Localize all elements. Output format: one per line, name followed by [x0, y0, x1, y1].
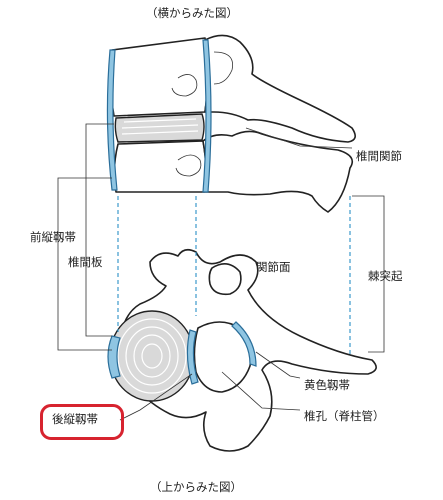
- side-view-caption: （横からみた図）: [146, 6, 238, 20]
- side-posterior-ligament: [202, 39, 212, 193]
- label-spinous-process: 棘突起: [368, 269, 403, 283]
- label-anterior-longitudinal-ligament: 前縦靱帯: [30, 230, 76, 244]
- label-articular-surface: 関節面: [256, 260, 291, 274]
- upper-posterior-elements: [204, 34, 356, 143]
- side-anterior-ligament: [106, 49, 118, 191]
- top-disc: [109, 310, 195, 402]
- label-vertebral-foramen: 椎孔（脊柱管）: [304, 409, 385, 423]
- top-posterior-ligament: [186, 329, 199, 385]
- label-posterior-longitudinal-ligament: 後縦靱帯: [52, 412, 98, 426]
- upper-notch-contour: [171, 74, 198, 97]
- label-intervertebral-disc: 椎間板: [68, 255, 103, 269]
- highlight-box: [40, 404, 124, 440]
- top-anterior-ligament: [107, 335, 121, 379]
- lower-facet-contour: [175, 154, 202, 177]
- articular-surface-shape: [208, 263, 242, 296]
- top-view-caption: （上からみた図）: [150, 480, 242, 494]
- label-ligamentum-flavum: 黄色靱帯: [304, 378, 350, 392]
- label-facet-joint: 椎間関節: [356, 149, 402, 163]
- lower-vertebral-body: [113, 140, 207, 193]
- upper-vertebral-body: [109, 37, 209, 117]
- lower-posterior-elements: [202, 130, 354, 213]
- top-ligamentum-flavum: [231, 321, 257, 367]
- upper-facet-contour: [213, 51, 233, 85]
